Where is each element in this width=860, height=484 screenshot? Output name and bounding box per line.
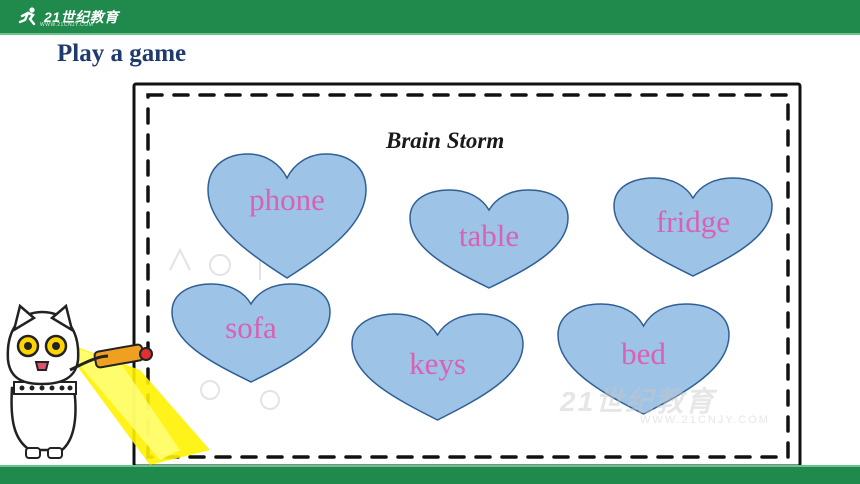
footer-divider — [0, 465, 860, 467]
header-divider — [0, 33, 860, 35]
word-keys: keys — [409, 346, 466, 381]
word-table: table — [458, 218, 520, 253]
heart-card-table[interactable]: table — [408, 188, 570, 292]
heart-shape-icon — [207, 153, 367, 279]
logo-subtext: WWW.21CNJY.COM — [40, 22, 94, 28]
heart-card-bed[interactable]: bed — [556, 302, 731, 418]
heart-card-fridge[interactable]: fridge — [612, 176, 774, 280]
cat-mascot-with-flashlight-icon — [6, 303, 210, 465]
heart-shape-icon — [409, 189, 569, 289]
heart-shape-icon — [171, 283, 331, 383]
word-sofa: sofa — [225, 310, 277, 345]
heart-card-sofa[interactable]: sofa — [170, 282, 332, 386]
running-figure-logo-icon — [18, 7, 36, 26]
heart-card-keys[interactable]: keys — [350, 312, 525, 424]
word-bed: bed — [621, 336, 666, 371]
word-phone: phone — [249, 182, 325, 217]
word-fridge: fridge — [655, 204, 731, 239]
header-bar: 21世纪教育 WWW.21CNJY.COM — [0, 0, 860, 33]
page-title: Play a game — [57, 40, 187, 67]
heart-shape-icon — [613, 177, 773, 277]
board-title: Brain Storm — [386, 128, 505, 153]
brand-logo: 21世纪教育 — [18, 4, 119, 30]
heart-shape-icon — [557, 303, 730, 415]
heart-card-phone[interactable]: phone — [206, 152, 368, 282]
heart-shape-icon — [351, 313, 524, 421]
logo-text: 21世纪教育 — [44, 9, 119, 25]
watermark-subtext: WWW.21CNJY.COM — [640, 414, 770, 426]
watermark-logo: 21世纪教育 — [560, 386, 716, 417]
footer-bar — [0, 467, 860, 484]
